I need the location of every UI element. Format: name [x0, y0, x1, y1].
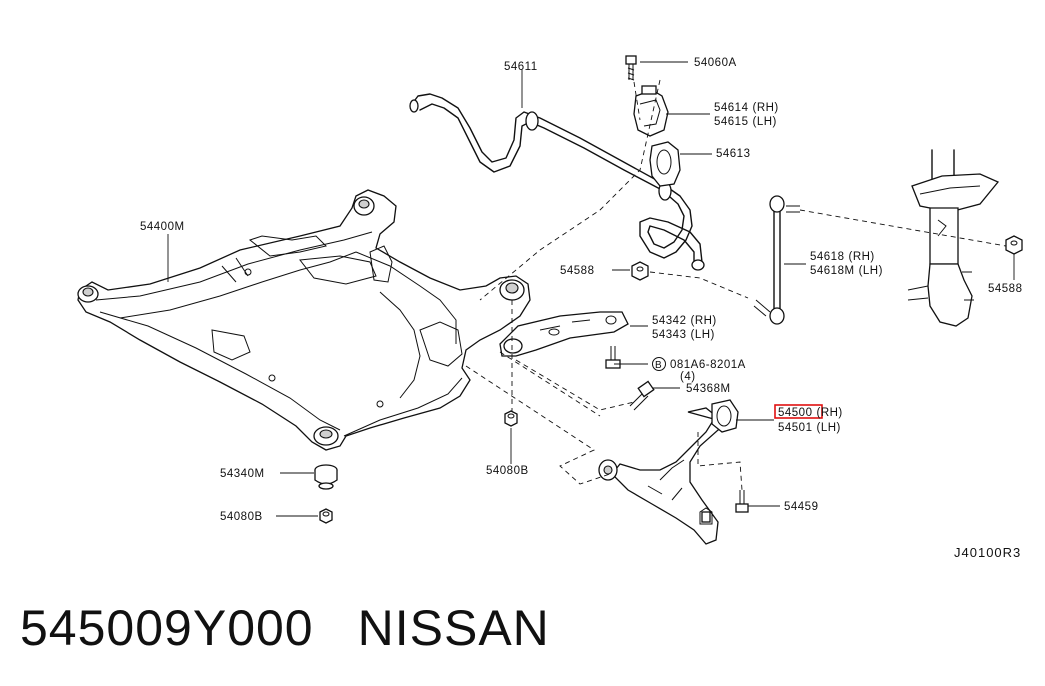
callout-54588-strut: 54588 — [988, 283, 1022, 295]
bolt-54368m — [629, 380, 655, 411]
lower-control-arm — [598, 399, 739, 545]
caption-part-number: 545009Y000 — [20, 600, 314, 656]
callout-54343: 54343(LH) — [652, 329, 715, 341]
caption-brand: NISSAN — [357, 600, 550, 656]
callout-54613: 54613 — [716, 148, 750, 160]
reference-code: J40100R3 — [954, 545, 1021, 560]
bolt-081a6 — [605, 346, 621, 369]
callout-54400m: 54400M — [140, 221, 185, 233]
bolt-54060a — [625, 55, 637, 81]
bolt-54459 — [735, 490, 749, 513]
callout-labels: 54611 54060A 54614(RH) 54615(LH) 54613 5… — [140, 57, 1022, 560]
strut-assembly — [907, 149, 1000, 327]
mount-insulator — [314, 464, 338, 490]
callout-54342: 54342(RH) — [652, 315, 717, 327]
leader-lines — [167, 61, 1015, 517]
nut-54080b-lower — [319, 508, 333, 524]
front-subframe — [77, 189, 531, 451]
bolt-symbol-letter: B — [655, 360, 662, 371]
callout-54501: 54501(LH) — [778, 422, 841, 434]
callout-54459: 54459 — [784, 501, 818, 513]
callout-54500: 54500(RH) — [778, 407, 843, 419]
link-bracket — [499, 311, 629, 357]
callout-54080b-lower: 54080B — [220, 511, 263, 523]
callout-54618m: 54618M(LH) — [810, 265, 883, 277]
stabilizer-link — [753, 195, 800, 325]
callout-54615: 54615(LH) — [714, 116, 777, 128]
highlight-box-54500 — [774, 404, 823, 419]
callout-081a6: 081A6-8201A — [670, 359, 746, 371]
callout-54614: 54614(RH) — [714, 102, 779, 114]
part-caption: 545009Y000 NISSAN — [20, 598, 550, 658]
stabilizer-bar — [409, 93, 705, 271]
nut-54080b-center — [504, 410, 518, 427]
callout-54060a: 54060A — [694, 57, 737, 69]
bolt-symbol-circle — [652, 357, 666, 371]
nut-54588-strut — [1005, 235, 1023, 255]
callout-54340m: 54340M — [220, 468, 265, 480]
nut-54588-link — [631, 261, 649, 281]
callout-54368m: 54368M — [686, 383, 731, 395]
callout-qty-4: (4) — [680, 371, 696, 383]
stabilizer-clamp — [633, 85, 681, 187]
callout-54588-link: 54588 — [560, 265, 594, 277]
dashed-guides — [465, 79, 1007, 491]
callout-54080b-center: 54080B — [486, 465, 529, 477]
callout-54611: 54611 — [504, 61, 538, 73]
callout-54618: 54618(RH) — [810, 251, 875, 263]
